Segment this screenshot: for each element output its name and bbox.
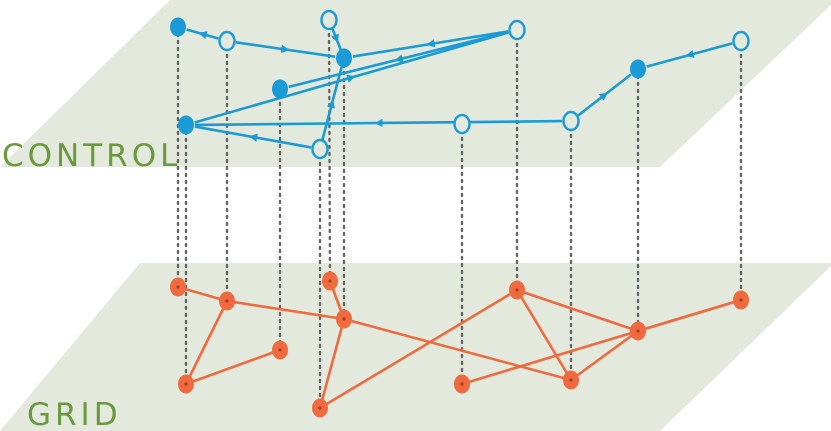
control-node-c9	[562, 110, 580, 132]
grid-edge-g2-g4	[226, 299, 345, 321]
control-node-c6	[508, 19, 526, 41]
control-node-c8	[272, 79, 288, 99]
control-edge-c6-c8	[288, 30, 509, 89]
vertical-connectors	[176, 18, 743, 410]
grid-node-dot-g10	[636, 329, 640, 333]
grid-plane-label: GRID	[27, 397, 122, 431]
control-node-c12	[453, 113, 471, 135]
control-edge-c5-c7	[194, 125, 312, 149]
grid-node-dot-g7	[184, 382, 188, 386]
control-edge-c11-c10	[646, 42, 733, 68]
control-edges	[186, 27, 733, 149]
link-c3-g3	[327, 18, 332, 283]
control-edge-c9-c7	[194, 118, 563, 128]
grid-plane	[0, 263, 831, 431]
grid-node-dot-g3	[328, 279, 332, 283]
grid-nodes	[170, 271, 749, 418]
grid-node-dot-g9	[569, 378, 573, 382]
control-edge-c9-c10	[577, 73, 632, 117]
grid-node-dot-g11	[739, 298, 743, 302]
grid-edge-g6-g10	[516, 288, 639, 333]
control-edge-c7-c6	[194, 31, 509, 124]
control-node-c3	[320, 9, 338, 31]
grid-node-dot-g6	[515, 288, 519, 292]
control-node-c2	[218, 30, 236, 52]
control-plane-label: CONTROL	[2, 138, 181, 174]
control-node-c5	[311, 138, 329, 160]
control-edge-c5-c4	[321, 66, 343, 141]
grid-edge-g9-g6	[515, 289, 573, 381]
control-edge-c3-c4	[331, 27, 342, 51]
control-node-c4	[336, 48, 352, 68]
grid-edge-g1-g2	[177, 285, 228, 303]
grid-edge-g9-g10	[570, 329, 639, 382]
grid-edge-g5-g6	[319, 288, 518, 410]
grid-node-dot-g2	[225, 299, 229, 303]
control-node-c7	[178, 115, 194, 135]
control-edge-c2-c4	[235, 41, 336, 58]
control-node-c10	[630, 59, 646, 79]
grid-node-dot-g1	[176, 285, 180, 289]
control-edge-c6-c4	[352, 30, 509, 58]
control-nodes	[170, 9, 750, 160]
grid-node-dot-g5	[318, 406, 322, 410]
grid-edge-g4-g9	[343, 317, 572, 382]
control-edge-c2-c1	[186, 28, 219, 40]
grid-edge-g2-g7	[184, 300, 229, 385]
control-node-c11	[732, 30, 750, 52]
grid-edge-g4-g5	[318, 318, 346, 409]
grid-node-dot-g12	[460, 382, 464, 386]
grid-node-dot-g8	[278, 348, 282, 352]
grid-edge-g11-g12	[461, 298, 742, 386]
grid-node-dot-g4	[342, 317, 346, 321]
grid-edge-g7-g8	[185, 348, 281, 386]
control-node-c1	[170, 17, 186, 37]
